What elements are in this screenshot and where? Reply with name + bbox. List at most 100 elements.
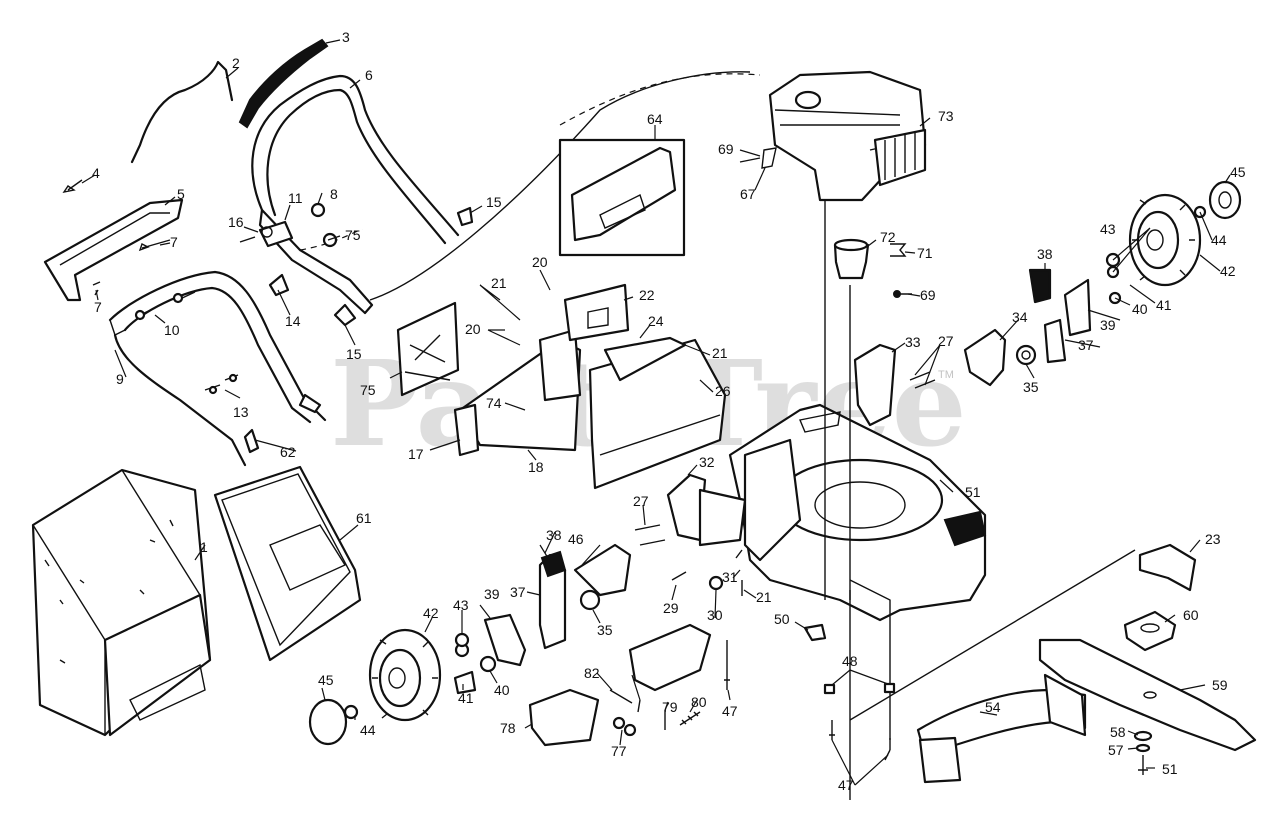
leader-lines (81, 39, 1231, 786)
callout-40b: 40 (494, 682, 510, 698)
mulching-baffle (916, 673, 1087, 784)
callout-43b: 43 (453, 597, 469, 613)
callout-59: 59 (1212, 677, 1228, 693)
callout-33: 33 (905, 334, 921, 350)
callout-44b: 44 (360, 722, 376, 738)
callout-80: 82 (584, 665, 600, 681)
callout-15b: 15 (346, 346, 362, 362)
callout-32: 32 (699, 454, 715, 470)
deck-bolts (724, 200, 896, 800)
callout-5: 5 (177, 186, 185, 202)
callout-64: 64 (647, 111, 663, 127)
callout-42b: 42 (423, 605, 439, 621)
callout-6: 6 (365, 67, 373, 83)
assembly-arc-upper (559, 73, 761, 126)
callout-79: 80 (691, 694, 707, 710)
left-wheel (308, 543, 632, 746)
blade-adapter-small-parts (739, 147, 912, 298)
right-side-brackets (853, 268, 1092, 427)
callout-21b: 21 (712, 345, 728, 361)
callout-73: 74 (486, 395, 502, 411)
callout-27b: 27 (633, 493, 649, 509)
callout-22: 22 (639, 287, 655, 303)
lower-small-parts (528, 623, 712, 747)
callout-13: 13 (233, 404, 249, 420)
callout-44a: 44 (1211, 232, 1227, 248)
callout-2: 2 (232, 55, 240, 71)
callout-61: 61 (356, 510, 372, 526)
lower-handle (108, 270, 327, 467)
handle-grip (238, 38, 329, 129)
callout-18: 18 (528, 459, 544, 475)
callout-21c: 21 (756, 589, 772, 605)
callout-60: 60 (1183, 607, 1199, 623)
callout-75a: 75 (345, 227, 361, 243)
mulch-plug (558, 138, 686, 257)
callout-29: 29 (663, 600, 679, 616)
callout-45a: 45 (1230, 164, 1246, 180)
callout-41a: 41 (1156, 297, 1172, 313)
control-bail (130, 60, 234, 164)
callout-68: 69 (718, 141, 734, 157)
callout-57: 57 (1108, 742, 1124, 758)
control-cable (369, 71, 751, 301)
callout-14: 14 (285, 313, 301, 329)
callout-20b: 20 (465, 321, 481, 337)
callout-47b: 47 (838, 777, 854, 793)
rear-deflector (43, 198, 184, 302)
callout-42a: 42 (1220, 263, 1236, 279)
callout-26: 26 (715, 383, 731, 399)
callout-77: 78 (500, 720, 516, 736)
callout-43a: 43 (1100, 221, 1116, 237)
callout-38b: 38 (546, 527, 562, 543)
callout-24: 24 (648, 313, 664, 329)
callout-50: 50 (774, 611, 790, 627)
callout-45b: 45 (318, 672, 334, 688)
callout-62: 62 (280, 444, 296, 460)
callout-38a: 38 (1037, 246, 1053, 262)
left-side-bracket (634, 473, 747, 596)
callout-41b: 41 (458, 690, 474, 706)
callout-37b: 37 (510, 584, 526, 600)
callout-51: 51 (965, 484, 981, 500)
callout-4: 4 (92, 165, 100, 181)
callout-74: 75 (360, 382, 376, 398)
callout-46: 46 (568, 531, 584, 547)
mower-deck (728, 403, 987, 622)
callout-23: 23 (1205, 531, 1221, 547)
callout-39a: 39 (1100, 317, 1116, 333)
upper-handle (251, 74, 460, 315)
engine (768, 70, 927, 202)
callout-27a: 27 (938, 333, 954, 349)
callout-40a: 40 (1132, 301, 1148, 317)
callout-7b: 7 (94, 299, 102, 315)
grass-bag (31, 468, 212, 737)
callout-78: 79 (662, 699, 678, 715)
callout-17: 17 (408, 446, 424, 462)
handle-hardware (62, 179, 474, 454)
callout-58: 58 (1110, 724, 1126, 740)
callout-71: 72 (880, 229, 896, 245)
blade-assembly (849, 543, 1257, 775)
rear-door-assembly (453, 283, 727, 490)
grass-bag-frame (213, 465, 362, 662)
callout-37a: 37 (1078, 337, 1094, 353)
callout-69: 69 (920, 287, 936, 303)
callout-15a: 15 (486, 194, 502, 210)
callout-39b: 39 (484, 586, 500, 602)
callout-9: 9 (116, 371, 124, 387)
callout-10: 10 (164, 322, 180, 338)
callout-1: 1 (200, 539, 208, 555)
callout-8: 8 (330, 186, 338, 202)
callout-48: 48 (842, 653, 858, 669)
callout-75b: 77 (611, 743, 627, 759)
callout-30: 30 (707, 607, 723, 623)
callout-20a: 20 (532, 254, 548, 270)
callout-70: 71 (917, 245, 933, 261)
callout-16: 16 (228, 214, 244, 230)
callout-35b: 35 (597, 622, 613, 638)
watermark-trademark: TM (938, 369, 954, 381)
callout-3: 3 (342, 29, 350, 45)
callout-72: 73 (938, 108, 954, 124)
